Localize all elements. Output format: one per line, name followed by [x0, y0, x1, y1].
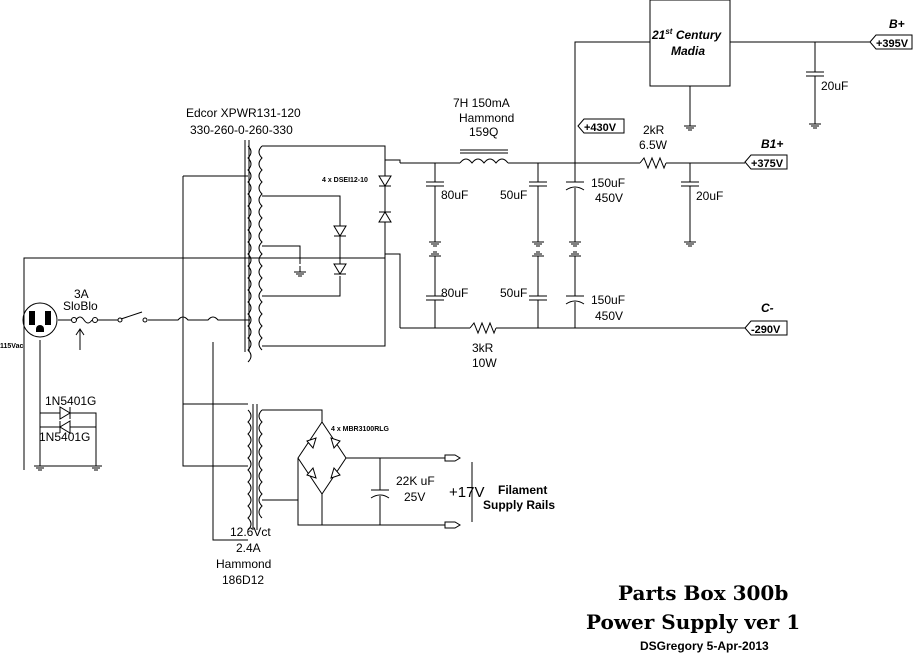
power-switch-icon	[117, 311, 148, 323]
filament-label-line2: Supply Rails	[483, 498, 555, 512]
bplus-label: B+	[889, 17, 905, 31]
diode-d2-label: 1N5401G	[39, 430, 90, 444]
cap-150uf-bot-voltage: 450V	[595, 309, 623, 323]
capacitor-b1-20uf	[681, 163, 699, 236]
mains-outlet-icon	[22, 302, 58, 338]
fil-transformer-spec: 12.6Vct	[230, 525, 271, 539]
hv-node-value: +430V	[584, 122, 617, 134]
mains-label: 115Vac	[0, 343, 23, 350]
fil-transformer-current: 2.4A	[236, 541, 261, 555]
title-line3: DSGregory 5-Apr-2013	[640, 639, 769, 653]
main-transformer-taps: 330-260-0-260-330	[190, 123, 293, 137]
title-line1: Parts Box 300b	[618, 581, 788, 605]
capacitor-top-80uf	[426, 163, 444, 236]
hv-diodes-label: 4 x DSEI12-10	[322, 177, 368, 184]
b1plus-label: B1+	[761, 137, 783, 151]
bplus-value: +395V	[876, 38, 909, 50]
hv-node-tag	[577, 118, 625, 134]
ground-icon	[683, 235, 697, 247]
cap-150uf-bot-label: 150uF	[591, 293, 625, 307]
input-diodes	[40, 406, 97, 466]
fil-transformer-model: 186D12	[222, 573, 264, 587]
filament-voltage: +17V	[449, 484, 484, 501]
cap-80uf-bot-label: 80uF	[441, 286, 468, 300]
title-line2: Power Supply ver 1	[586, 610, 800, 634]
module-name-line1: 21st Century	[651, 27, 722, 42]
cap-50uf-top-label: 50uF	[500, 188, 527, 202]
negative-rail	[400, 262, 745, 335]
ground-icon	[683, 119, 697, 131]
choke-brand: Hammond	[459, 111, 514, 125]
fil-transformer-brand: Hammond	[216, 557, 271, 571]
diode-d1-label: 1N5401G	[45, 394, 96, 408]
filament-bridge-rectifier	[297, 421, 445, 525]
r2k-value: 2kR	[643, 123, 665, 137]
fil-diodes-label: 4 x MBR3100RLG	[331, 426, 390, 433]
fuse-type: SloBlo	[63, 299, 98, 313]
cap-150uf-top-label: 150uF	[591, 176, 625, 190]
cminus-tag	[744, 320, 788, 336]
negative-cap-grounds	[428, 251, 582, 263]
ground-icon	[568, 235, 582, 247]
filament-terminals	[444, 454, 473, 529]
r3k-power: 10W	[472, 356, 497, 370]
b1plus-value: +375V	[751, 158, 784, 170]
cap-22k-value: 22K uF	[396, 474, 435, 488]
bplus-tag	[869, 34, 913, 50]
cap-50uf-bot-label: 50uF	[500, 286, 527, 300]
ground-icon	[33, 459, 47, 471]
ground-icon	[89, 459, 103, 471]
fuse-icon	[71, 316, 98, 350]
filament-label-line1: Filament	[498, 483, 547, 497]
ground-icon	[428, 235, 442, 247]
filament-transformer-icon	[247, 404, 445, 531]
fuse-rating: 3A	[74, 287, 89, 301]
ground-icon	[293, 265, 307, 277]
main-transformer-name: Edcor XPWR131-120	[186, 106, 301, 120]
positive-hv-rail	[400, 41, 870, 170]
capacitor-22k	[370, 458, 390, 525]
r2k-power: 6.5W	[639, 138, 668, 152]
cap-80uf-top-label: 80uF	[441, 188, 468, 202]
hv-rectifier-diodes	[333, 159, 401, 328]
ground-icon	[808, 117, 822, 129]
cap-20uf-b1-label: 20uF	[696, 189, 723, 203]
capacitor-bplus-20uf	[806, 42, 824, 118]
cminus-value: -290V	[751, 324, 781, 336]
module-name-line2: Madia	[671, 44, 705, 58]
cap-150uf-top-voltage: 450V	[595, 191, 623, 205]
choke-model: 159Q	[469, 125, 498, 139]
cap-20uf-bplus-label: 20uF	[821, 79, 848, 93]
ground-icon	[531, 235, 545, 247]
choke-spec: 7H 150mA	[453, 96, 510, 110]
capacitor-top-50uf	[529, 163, 547, 236]
cminus-label: C-	[761, 301, 774, 315]
r3k-value: 3kR	[472, 341, 494, 355]
mains-wiring	[23, 175, 386, 541]
regulator-module	[649, 0, 731, 120]
main-transformer-icon	[244, 140, 386, 363]
cap-22k-voltage: 25V	[404, 490, 425, 504]
b1plus-tag	[744, 154, 788, 170]
capacitor-top-150uf	[565, 163, 585, 236]
